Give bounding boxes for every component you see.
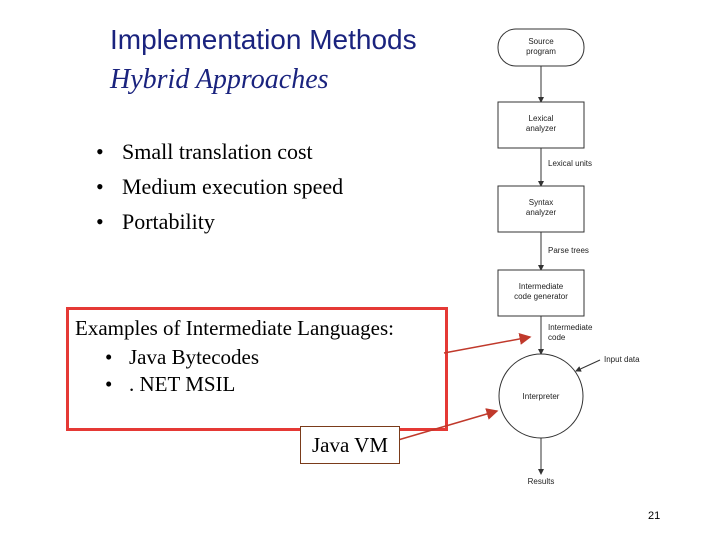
intermediate-code-label-2: code xyxy=(548,333,566,342)
source-program-label-2: program xyxy=(526,47,556,56)
intermediate-code-generator-node xyxy=(497,269,585,317)
lexical-analyzer-label-1: Lexical xyxy=(529,114,554,123)
examples-item-text: Java Bytecodes xyxy=(129,345,260,369)
syntax-analyzer-label-1: Syntax xyxy=(529,198,553,207)
bullet-icon: • xyxy=(96,209,104,234)
intermediate-code-generator-label-1: Intermediate xyxy=(519,282,564,291)
lexical-analyzer-label-2: analyzer xyxy=(526,124,557,133)
examples-item-text: . NET MSIL xyxy=(129,372,236,396)
bullet-icon: • xyxy=(105,345,113,369)
bullet-text: Medium execution speed xyxy=(122,174,344,199)
source-program-label-1: Source xyxy=(528,37,554,46)
examples-item: • Java Bytecodes xyxy=(105,344,259,371)
examples-item: • . NET MSIL xyxy=(105,371,259,398)
intermediate-code-pointer-arrow xyxy=(443,333,532,354)
bullet-icon: • xyxy=(96,139,104,164)
bullet-item: • Portability xyxy=(96,204,343,239)
interpreter-pointer-arrow xyxy=(397,408,499,441)
slide-title: Implementation Methods xyxy=(110,24,417,55)
examples-list: • Java Bytecodes • . NET MSIL xyxy=(105,344,259,398)
input-data-label: Input data xyxy=(604,355,640,364)
examples-heading: Examples of Intermediate Languages: xyxy=(75,316,394,340)
bullet-list: • Small translation cost • Medium executio… xyxy=(96,134,343,239)
parse-trees-label: Parse trees xyxy=(548,246,589,255)
slide-subtitle: Hybrid Approaches xyxy=(110,64,329,95)
bullet-icon: • xyxy=(105,372,113,396)
bullet-item: • Small translation cost xyxy=(96,134,343,169)
lexical-units-label: Lexical units xyxy=(548,159,592,168)
bullet-text: Portability xyxy=(122,209,215,234)
intermediate-code-generator-label-2: code generator xyxy=(514,292,568,301)
input-data-arrow xyxy=(575,359,601,372)
page-number: 21 xyxy=(648,510,661,522)
java-vm-label: Java VM xyxy=(300,426,400,464)
bullet-text: Small translation cost xyxy=(122,139,313,164)
bullet-icon: • xyxy=(96,174,104,199)
examples-box: Examples of Intermediate Languages: • Jav… xyxy=(66,307,448,431)
syntax-analyzer-label-2: analyzer xyxy=(526,208,557,217)
bullet-item: • Medium execution speed xyxy=(96,169,343,204)
interpreter-label: Interpreter xyxy=(523,392,560,401)
intermediate-code-label-1: Intermediate xyxy=(548,323,593,332)
results-label: Results xyxy=(528,477,555,486)
